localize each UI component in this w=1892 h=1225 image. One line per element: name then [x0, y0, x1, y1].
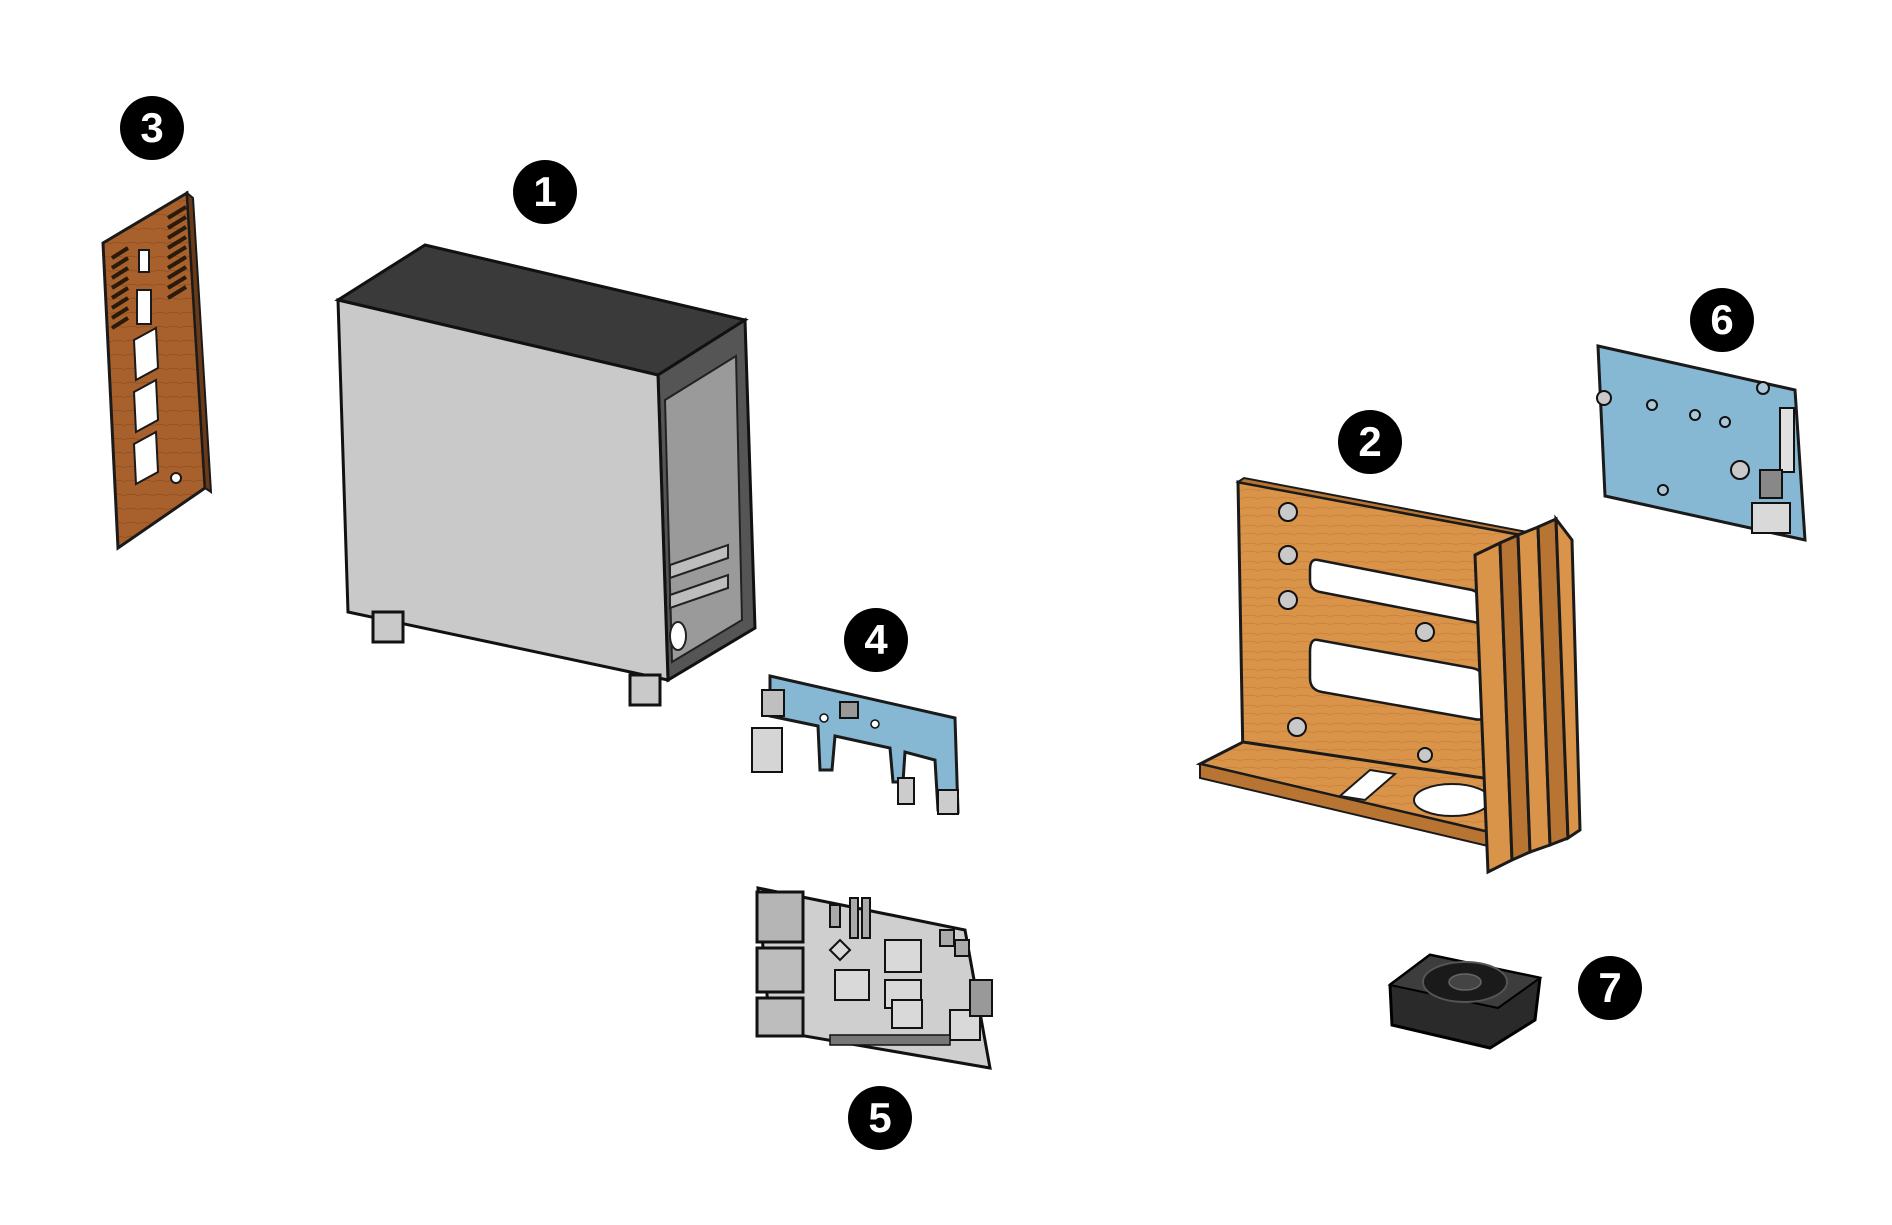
front-panel-part-3: [101, 190, 213, 551]
callout-label: 7: [1598, 964, 1622, 1011]
main-board-part-5: [755, 886, 993, 1070]
callout-label: 1: [533, 168, 557, 215]
callout-badge-6: 6: [1690, 288, 1754, 352]
callout-label: 6: [1710, 296, 1734, 343]
callout-badge-7: 7: [1578, 956, 1642, 1020]
callout-badge-4: 4: [844, 608, 908, 672]
callout-badge-2: 2: [1338, 410, 1402, 474]
cooling-fan-part-7: [1387, 953, 1543, 1050]
callout-label: 2: [1358, 418, 1382, 465]
wood-frame-part-2: [1195, 476, 1582, 875]
callout-badge-5: 5: [848, 1086, 912, 1150]
callout-label: 5: [868, 1094, 892, 1141]
callout-badge-1: 1: [513, 160, 577, 224]
case-shell-part-1: [334, 243, 757, 707]
expansion-board-part-6: [1596, 344, 1807, 542]
callout-badge-3: 3: [120, 96, 184, 160]
callout-label: 3: [140, 104, 164, 151]
adapter-board-part-4: [751, 674, 960, 815]
callout-label: 4: [864, 616, 888, 663]
